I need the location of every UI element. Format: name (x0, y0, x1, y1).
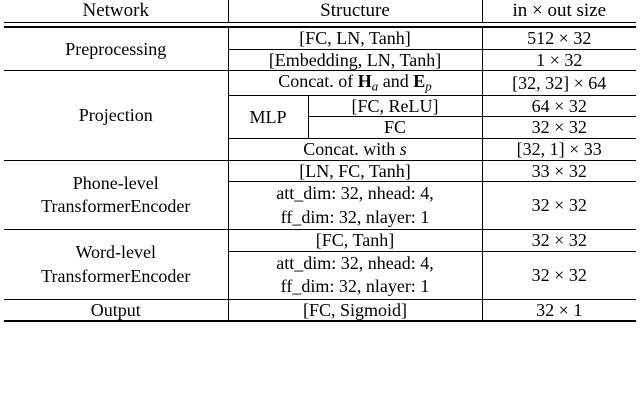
table-row: Phone-level TransformerEncoder [LN, FC, … (4, 159, 636, 230)
size-cell: 32 × 32 (481, 116, 636, 139)
table-bottom-rule (4, 320, 636, 324)
params-line2: ff_dim: 32, nlayer: 1 (280, 206, 430, 227)
section-label-word-level: Word-level TransformerEncoder (4, 229, 228, 300)
section-label-phone-level: Phone-level TransformerEncoder (4, 159, 228, 230)
size-cell: 33 × 32 (481, 159, 636, 182)
structure-cell-params: att_dim: 32, nhead: 4, ff_dim: 32, nlaye… (227, 181, 482, 230)
structure-cell: [FC, Sigmoid] (227, 298, 482, 322)
table-row: Preprocessing [FC, LN, Tanh] 512 × 32 (4, 26, 636, 59)
params-line1: att_dim: 32, nhead: 4, (276, 252, 434, 273)
structure-cell: [Embedding, LN, Tanh] (227, 48, 482, 71)
structure-cell: [FC, ReLU] (307, 94, 482, 117)
section-label-output: Output (4, 298, 228, 322)
structure-cell: [LN, FC, Tanh] (227, 159, 482, 182)
table-row: FC 32 × 32 (4, 116, 636, 139)
header-double-rule (4, 21, 636, 28)
header-size: in × out size (512, 0, 607, 21)
size-cell: 32 × 32 (481, 181, 636, 230)
table-row: Output [FC, Sigmoid] 32 × 1 (4, 298, 636, 322)
section-label-line1: Word-level (75, 242, 157, 263)
concat-s-formula: Concat. with s (303, 139, 407, 160)
table-header-row: Network Structure in × out size (4, 0, 636, 23)
table-row: att_dim: 32, nhead: 4, ff_dim: 32, nlaye… (4, 250, 636, 300)
table-row: MLP [FC, ReLU] 64 × 32 (4, 94, 636, 139)
structure-cell: [FC, Tanh] (227, 229, 482, 252)
section-label-line2: TransformerEncoder (41, 196, 191, 217)
header-structure: Structure (227, 0, 483, 23)
size-cell: 32 × 32 (481, 250, 636, 300)
size-cell: 64 × 32 (481, 94, 636, 117)
section-label-line1: Phone-level (72, 173, 159, 193)
size-cell: [32, 32] × 64 (481, 70, 636, 96)
structure-cell-params: att_dim: 32, nhead: 4, ff_dim: 32, nlaye… (227, 250, 482, 300)
params-line1: att_dim: 32, nhead: 4, (276, 183, 434, 204)
structure-cell: [FC, LN, Tanh] (227, 26, 482, 50)
structure-cell-concat-ha-ep: Concat. of Ha and Ep (227, 70, 482, 96)
structure-cell: FC (307, 116, 482, 139)
section-label-preprocessing: Preprocessing (65, 38, 167, 59)
network-architecture-table: Network Structure in × out size Preproce… (4, 0, 636, 324)
params-line2: ff_dim: 32, nlayer: 1 (280, 276, 430, 297)
table-row: Projection Concat. of Ha and Ep [32, 32]… (4, 70, 636, 161)
table-row: Word-level TransformerEncoder [FC, Tanh]… (4, 229, 636, 300)
section-label-projection: Projection (4, 70, 228, 161)
size-cell: 512 × 32 (481, 26, 636, 50)
structure-cell-concat-s: Concat. with s (227, 138, 482, 161)
table-row: att_dim: 32, nhead: 4, ff_dim: 32, nlaye… (4, 181, 636, 230)
header-network: Network (82, 0, 149, 21)
size-cell: 32 × 1 (481, 298, 636, 322)
concat-formula: Concat. of Ha and Ep (278, 71, 432, 94)
table-row: [Embedding, LN, Tanh] 1 × 32 (4, 48, 636, 71)
size-cell: [32, 1] × 33 (481, 138, 636, 161)
section-label-line2: TransformerEncoder (41, 265, 191, 286)
size-cell: 1 × 32 (481, 48, 636, 71)
table-row: Concat. with s [32, 1] × 33 (4, 138, 636, 161)
size-cell: 32 × 32 (481, 229, 636, 252)
mlp-label: MLP (227, 94, 308, 139)
